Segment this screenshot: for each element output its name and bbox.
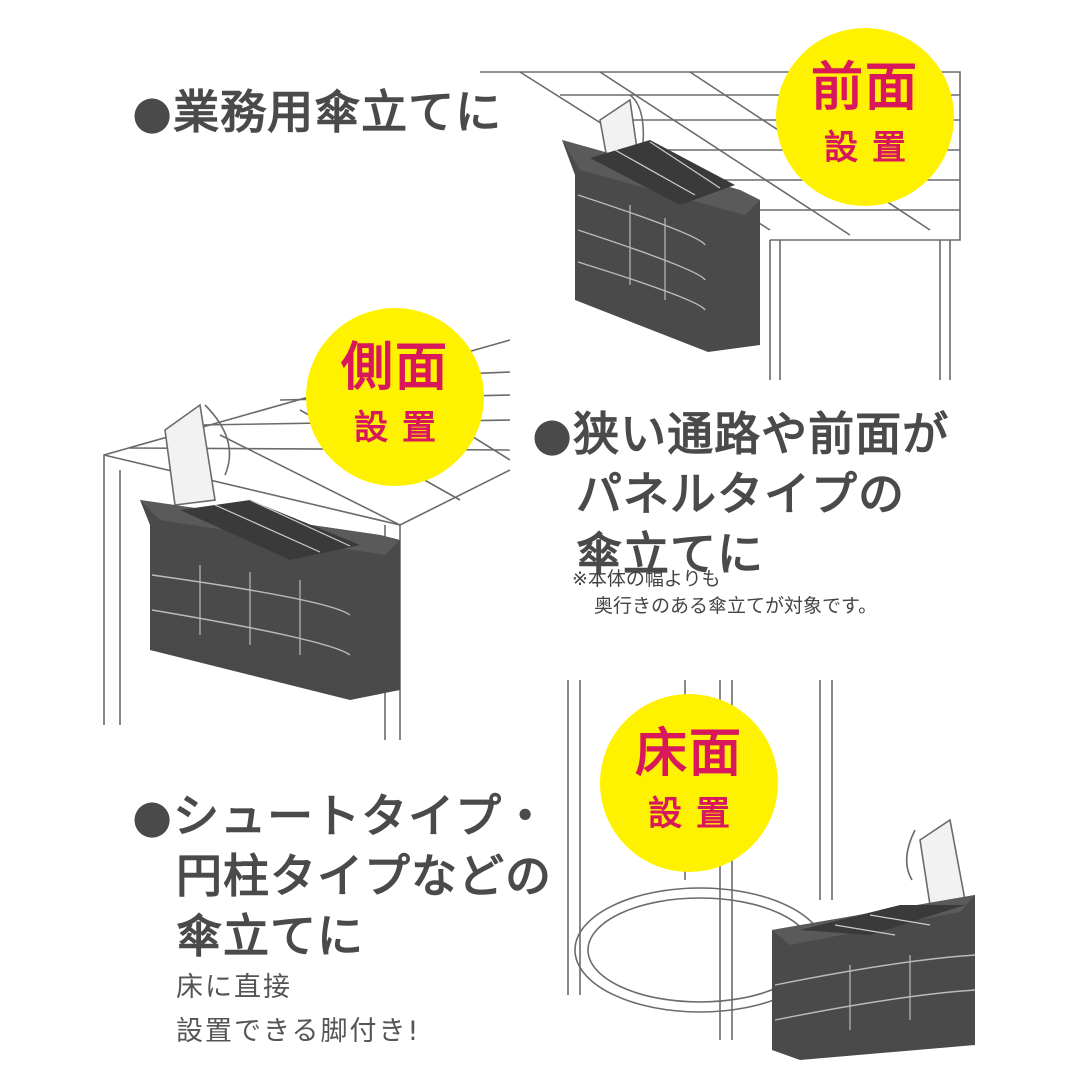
side-heading-line-2: パネルタイプの xyxy=(576,467,905,521)
floor-product xyxy=(772,895,976,1060)
bullet-icon: ● xyxy=(132,85,174,139)
front-product xyxy=(562,140,760,352)
bullet-icon: ● xyxy=(532,407,574,461)
front-heading: ●業務用傘立てに xyxy=(132,82,502,142)
floor-badge-sub: 設置 xyxy=(648,794,744,834)
floor-sub: 床に直接 設置できる脚付き! xyxy=(176,966,420,1054)
side-product xyxy=(140,499,400,700)
floor-badge: 床面 設置 xyxy=(600,694,778,872)
side-note-line-1: ※本体の幅よりも xyxy=(572,568,721,590)
front-badge-main: 前面 xyxy=(810,58,919,118)
side-heading: ●狭い通路や前面が パネルタイプの 傘立てに xyxy=(532,404,949,584)
floor-sub-line-2: 設置できる脚付き! xyxy=(176,1016,421,1047)
floor-sub-line-1: 床に直接 xyxy=(176,972,292,1003)
front-badge-sub: 設置 xyxy=(824,128,920,168)
front-badge: 前面 設置 xyxy=(776,28,954,206)
side-heading-line-1: 狭い通路や前面が xyxy=(573,407,950,461)
side-heading-line-3: 傘立てに xyxy=(576,527,764,581)
front-heading-line-1: 業務用傘立てに xyxy=(173,85,503,139)
floor-badge-main: 床面 xyxy=(634,724,743,784)
floor-heading-line-1: シュートタイプ・ xyxy=(173,789,550,843)
side-note: ※本体の幅よりも 奥行きのある傘立てが対象です。 xyxy=(572,566,877,620)
side-badge-main: 側面 xyxy=(340,338,449,398)
side-badge-sub: 設置 xyxy=(354,408,450,448)
floor-heading: ●シュートタイプ・ 円柱タイプなどの 傘立てに xyxy=(132,786,552,966)
product-on-floor-icon xyxy=(567,680,966,1040)
floor-heading-line-3: 傘立てに xyxy=(176,909,364,963)
bullet-icon: ● xyxy=(132,789,174,843)
floor-heading-line-2: 円柱タイプなどの xyxy=(176,849,552,903)
side-badge: 側面 設置 xyxy=(306,308,484,486)
side-note-line-2: 奥行きのある傘立てが対象です。 xyxy=(594,595,878,617)
